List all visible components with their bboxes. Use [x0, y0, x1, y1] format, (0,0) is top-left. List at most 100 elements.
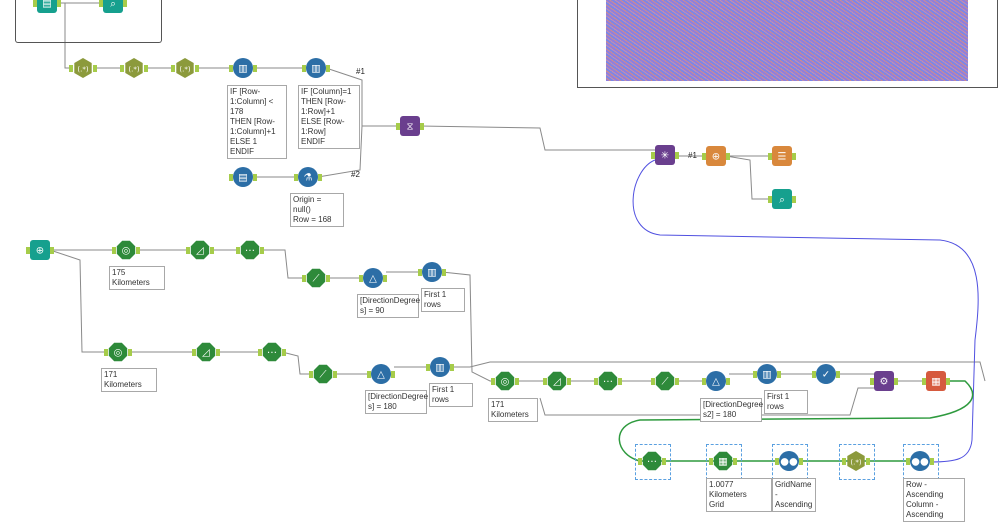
- input-anchor[interactable]: [367, 371, 371, 378]
- output-anchor[interactable]: [333, 371, 337, 378]
- filter-tool[interactable]: △: [367, 364, 395, 384]
- input-anchor[interactable]: [302, 65, 306, 72]
- output-anchor[interactable]: [675, 152, 679, 159]
- input-anchor[interactable]: [302, 275, 306, 282]
- input-anchor[interactable]: [812, 371, 816, 378]
- input-anchor[interactable]: [768, 153, 772, 160]
- input-anchor[interactable]: [651, 378, 655, 385]
- input-anchor[interactable]: [426, 364, 430, 371]
- input-anchor[interactable]: [775, 458, 779, 465]
- sort-tool[interactable]: ●●: [906, 451, 934, 471]
- formula-annotation[interactable]: IF [Column]=1 THEN [Row- 1:Row]+1 ELSE […: [298, 85, 360, 149]
- output-anchor[interactable]: [216, 349, 220, 356]
- sample-tool[interactable]: ▥: [753, 364, 781, 384]
- filter-annotation[interactable]: [DirectionDegree s2] = 180: [700, 398, 763, 422]
- input-anchor[interactable]: [753, 371, 757, 378]
- selected-connection[interactable]: [618, 380, 974, 462]
- output-anchor[interactable]: [326, 65, 330, 72]
- input-anchor[interactable]: [26, 247, 30, 254]
- browse-tool[interactable]: ⌕: [768, 189, 796, 209]
- formula-tool[interactable]: ⚗: [294, 167, 322, 187]
- multi-row-formula-tool[interactable]: ▥: [302, 58, 330, 78]
- input-anchor[interactable]: [99, 0, 103, 7]
- output-anchor[interactable]: [57, 0, 61, 7]
- filter-annotation[interactable]: [DirectionDegree s] = 180: [365, 390, 428, 414]
- input-anchor[interactable]: [192, 349, 196, 356]
- sort-annotation[interactable]: GridName - Ascending: [772, 478, 816, 512]
- output-anchor[interactable]: [792, 196, 796, 203]
- input-anchor[interactable]: [906, 458, 910, 465]
- output-anchor[interactable]: [136, 247, 140, 254]
- regex-tool[interactable]: (.*): [171, 58, 199, 78]
- render-tool[interactable]: ☰: [768, 146, 796, 166]
- wireless-connection[interactable]: [632, 159, 979, 463]
- input-anchor[interactable]: [309, 371, 313, 378]
- trade-area-tool[interactable]: ◎: [104, 342, 132, 362]
- spatial-info-tool[interactable]: ⋯: [236, 240, 264, 260]
- join-tool[interactable]: ⧖: [396, 116, 424, 136]
- output-anchor[interactable]: [50, 247, 54, 254]
- output-anchor[interactable]: [253, 65, 257, 72]
- connection[interactable]: [281, 351, 313, 375]
- output-anchor[interactable]: [123, 0, 127, 7]
- output-anchor[interactable]: [318, 174, 322, 181]
- input-anchor[interactable]: [171, 65, 175, 72]
- batch-macro-tool[interactable]: ⚙: [870, 371, 898, 391]
- output-anchor[interactable]: [726, 153, 730, 160]
- sample-annotation[interactable]: First 1 rows: [764, 390, 808, 414]
- input-anchor[interactable]: [112, 247, 116, 254]
- input-anchor[interactable]: [229, 65, 233, 72]
- tool-container[interactable]: [15, 0, 162, 43]
- spatial-info-tool[interactable]: ⋯: [594, 371, 622, 391]
- text-input-tool[interactable]: ▤: [229, 167, 257, 187]
- output-anchor[interactable]: [567, 378, 571, 385]
- output-anchor[interactable]: [946, 378, 950, 385]
- output-anchor[interactable]: [799, 458, 803, 465]
- input-anchor[interactable]: [870, 378, 874, 385]
- buffer-annotation[interactable]: 171 Kilometers: [101, 368, 157, 392]
- multi-row-formula-tool[interactable]: ▥: [229, 58, 257, 78]
- input-anchor[interactable]: [33, 0, 37, 7]
- output-anchor[interactable]: [930, 458, 934, 465]
- workflow-canvas[interactable]: ▤⌕(.*)(.*)(.*)▥▥▤⚗⧖✳⊕☰⌕⊕◎◿⋯⟋△▥◎◿⋯⟋△▥◎◿⋯⟋…: [0, 0, 998, 501]
- grid-annotation[interactable]: 1.0077 Kilometers Grid: [706, 478, 772, 512]
- connection[interactable]: [419, 125, 655, 151]
- output-anchor[interactable]: [442, 269, 446, 276]
- input-anchor[interactable]: [543, 378, 547, 385]
- input-anchor[interactable]: [359, 275, 363, 282]
- input-anchor[interactable]: [842, 458, 846, 465]
- input-anchor[interactable]: [120, 65, 124, 72]
- generalize-tool[interactable]: ◿: [192, 342, 220, 362]
- output-anchor[interactable]: [792, 153, 796, 160]
- spatial-info-tool[interactable]: ⋯: [638, 451, 666, 471]
- input-anchor[interactable]: [922, 378, 926, 385]
- formula-annotation[interactable]: IF [Row- 1:Column] < 178 THEN [Row- 1:Co…: [227, 85, 287, 159]
- input-anchor[interactable]: [651, 152, 655, 159]
- input-anchor[interactable]: [491, 378, 495, 385]
- dynamic-rename-tool[interactable]: ▦: [922, 371, 950, 391]
- input-anchor[interactable]: [702, 153, 706, 160]
- regex-tool[interactable]: (.*): [69, 58, 97, 78]
- connection[interactable]: [450, 361, 986, 382]
- output-anchor[interactable]: [326, 275, 330, 282]
- input-anchor[interactable]: [709, 458, 713, 465]
- output-anchor[interactable]: [93, 65, 97, 72]
- input-anchor[interactable]: [418, 269, 422, 276]
- filter-annotation[interactable]: [DirectionDegree s] = 90: [357, 294, 420, 318]
- output-anchor[interactable]: [726, 378, 730, 385]
- connection[interactable]: [725, 155, 772, 200]
- output-anchor[interactable]: [662, 458, 666, 465]
- input-anchor[interactable]: [396, 123, 400, 130]
- output-anchor[interactable]: [391, 371, 395, 378]
- output-anchor[interactable]: [675, 378, 679, 385]
- make-grid-tool[interactable]: ▦: [709, 451, 737, 471]
- output-anchor[interactable]: [210, 247, 214, 254]
- output-anchor[interactable]: [195, 65, 199, 72]
- select-tool[interactable]: ✓: [812, 364, 840, 384]
- output-anchor[interactable]: [618, 378, 622, 385]
- formula-annotation[interactable]: Origin = null() Row = 168: [290, 193, 344, 227]
- regex-tool[interactable]: (.*): [842, 451, 870, 471]
- input-anchor[interactable]: [229, 174, 233, 181]
- browse-tool[interactable]: ⌕: [99, 0, 127, 13]
- output-anchor[interactable]: [450, 364, 454, 371]
